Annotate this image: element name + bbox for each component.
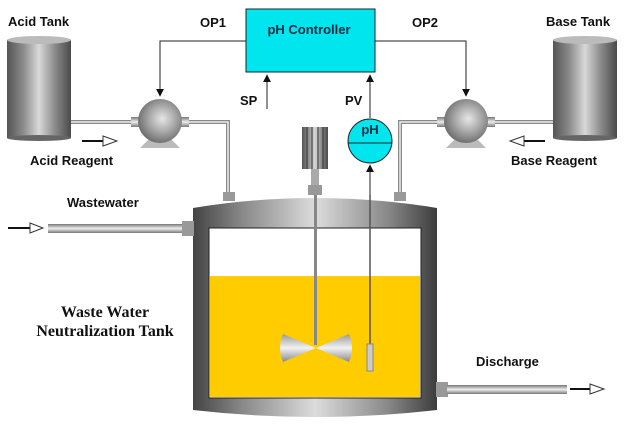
op1-signal-line: [156, 40, 246, 97]
op1-label: OP1: [200, 15, 227, 30]
discharge-label: Discharge: [476, 354, 539, 369]
wastewater-label: Wastewater: [67, 195, 139, 210]
tank-title-line1: Waste Water: [60, 304, 150, 321]
base-pump: [437, 99, 495, 148]
op2-signal-line: [375, 40, 470, 97]
ph-sensor: [347, 118, 393, 164]
acid-pump: [131, 99, 189, 148]
base-reagent-label: Base Reagent: [511, 153, 597, 168]
mixer-impeller: [280, 195, 352, 362]
base-inlet-nozzle: [394, 192, 406, 201]
sp-label: SP: [240, 93, 258, 108]
discharge-outlet: [436, 382, 606, 397]
ph-controller-label: pH Controller: [267, 22, 351, 37]
signal-lines: [156, 40, 470, 195]
acid-tank: [7, 36, 71, 141]
wastewater-inlet: [8, 221, 194, 236]
tank-title: Waste Water Neutralization Tank: [20, 303, 190, 341]
tank-title-line2: Neutralization Tank: [36, 323, 174, 340]
acid-inlet-nozzle: [223, 192, 235, 201]
acid-tank-label: Acid Tank: [8, 14, 70, 29]
base-tank-label: Base Tank: [546, 14, 611, 29]
acid-reagent-label: Acid Reagent: [30, 153, 114, 168]
ph-probe: [366, 195, 374, 372]
base-tank: [553, 36, 617, 141]
acid-reagent-arrow: [82, 135, 119, 147]
base-reagent-arrow: [508, 135, 545, 147]
op2-label: OP2: [412, 15, 439, 30]
pv-label: PV: [345, 93, 363, 108]
ph-sensor-label: pH: [361, 122, 379, 137]
mixer-motor: [302, 127, 328, 195]
ph-controller-box: [245, 8, 376, 73]
